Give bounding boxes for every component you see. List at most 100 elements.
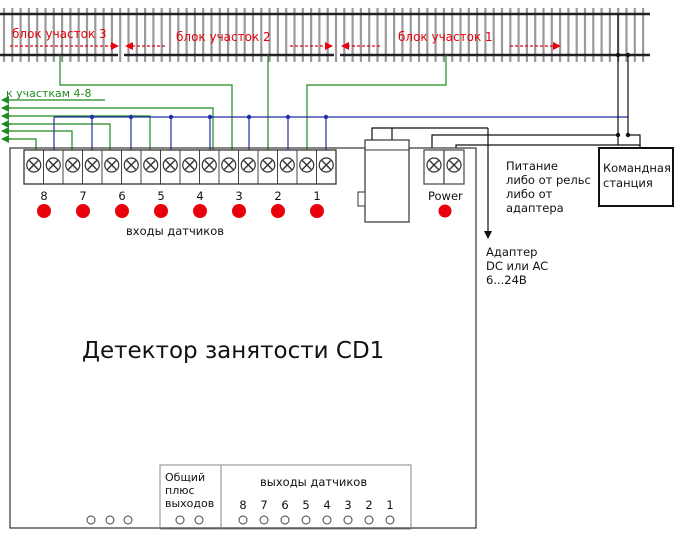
block-2-label: блок участок 2 (176, 30, 271, 44)
common-plus-line: плюс (165, 484, 195, 497)
common-plus-line: Общий (165, 471, 205, 484)
screw-slot (28, 160, 39, 170)
input-number: 3 (235, 189, 242, 203)
power-connector (364, 139, 410, 223)
screw-slot (282, 160, 293, 170)
output-pin (385, 515, 395, 525)
junction-dot (246, 114, 252, 120)
input-led (154, 204, 168, 218)
output-pin (322, 515, 332, 525)
device-body (9, 147, 477, 529)
rails (0, 12, 650, 57)
screw-slot (126, 160, 137, 170)
supply-line: Питание (506, 159, 558, 173)
output-pin (259, 515, 269, 525)
wire-block3 (59, 55, 233, 150)
to-sections-label: к участкам 4-8 (6, 87, 92, 100)
input-number: 8 (40, 189, 47, 203)
input-number: 1 (313, 189, 320, 203)
command-station-label: Командная станция (603, 161, 675, 190)
block-3-label: блок участок 3 (12, 27, 107, 41)
input-led (232, 204, 246, 218)
misc-pins (86, 515, 204, 525)
junction-dot (615, 52, 621, 58)
outputs-label: выходы датчиков (260, 475, 367, 489)
wire-sec-e (2, 138, 37, 150)
junction-dot (285, 114, 291, 120)
wire-sec-a (2, 107, 214, 150)
screw-slot (449, 160, 459, 170)
input-led (115, 204, 129, 218)
output-pin (364, 515, 374, 525)
input-number: 4 (196, 189, 203, 203)
screw-slot (145, 160, 156, 170)
supply-line: либо от рельс (506, 173, 591, 187)
output-number: 2 (365, 498, 372, 512)
junction-dot (168, 114, 174, 120)
adapter-wire-b (371, 127, 392, 140)
output-pin (343, 515, 353, 525)
output-number: 5 (302, 498, 309, 512)
green-wires (1, 55, 447, 150)
wire-sec-c (2, 123, 111, 150)
input-leds (37, 204, 324, 218)
power-connector-tab (357, 191, 366, 207)
black-junctions (615, 52, 631, 138)
adapter-note: Адаптер DC или AC 6...24В (486, 245, 552, 287)
input-led (76, 204, 90, 218)
input-led (37, 204, 51, 218)
station-line: станция (603, 176, 653, 190)
junction-dot (625, 52, 631, 58)
pin-hole (86, 515, 96, 525)
screw-slot (87, 160, 98, 170)
input-number: 2 (274, 189, 281, 203)
input-number: 5 (157, 189, 164, 203)
output-pin (280, 515, 290, 525)
input-number: 6 (118, 189, 125, 203)
junction-dot (625, 132, 631, 138)
input-terminal-block (23, 149, 337, 185)
outputs-panel (159, 464, 412, 530)
adapter-line: DC или AC (486, 259, 548, 273)
supply-line: адаптера (506, 201, 564, 215)
input-led (193, 204, 207, 218)
pin-hole (194, 515, 204, 525)
power-label: Power (428, 189, 463, 203)
junction-dot (89, 114, 95, 120)
screw-slot (48, 160, 59, 170)
junction-dot (323, 114, 329, 120)
screw-slot (321, 160, 332, 170)
junction-dot (615, 132, 621, 138)
power-terminal-block (423, 149, 465, 185)
block-1-label: блок участок 1 (398, 30, 493, 44)
screw-slot (204, 160, 215, 170)
pin-hole (175, 515, 185, 525)
output-pin (301, 515, 311, 525)
screw-slot (429, 160, 439, 170)
station-line: Командная (603, 161, 671, 175)
screw-slot (106, 160, 117, 170)
screw-slot (67, 160, 78, 170)
screw-slot (243, 160, 254, 170)
output-number: 8 (239, 498, 246, 512)
wire-sec-d (2, 130, 73, 150)
output-pin (238, 515, 248, 525)
common-plus-label: Общий плюс выходов (165, 471, 214, 510)
supply-line: либо от (506, 187, 553, 201)
power-led (438, 204, 452, 218)
power-wire-b (455, 144, 618, 148)
terminal-frame (23, 149, 337, 185)
station-wire-b (628, 134, 641, 148)
device-title: Детектор занятости CD1 (82, 338, 384, 364)
power-wire-a (431, 134, 618, 148)
output-number: 7 (260, 498, 267, 512)
screw-slot (184, 160, 195, 170)
output-pins (238, 515, 395, 525)
junction-dot (207, 114, 213, 120)
wire-sec-b (2, 115, 151, 150)
output-number: 6 (281, 498, 288, 512)
adapter-line: Адаптер (486, 245, 537, 259)
